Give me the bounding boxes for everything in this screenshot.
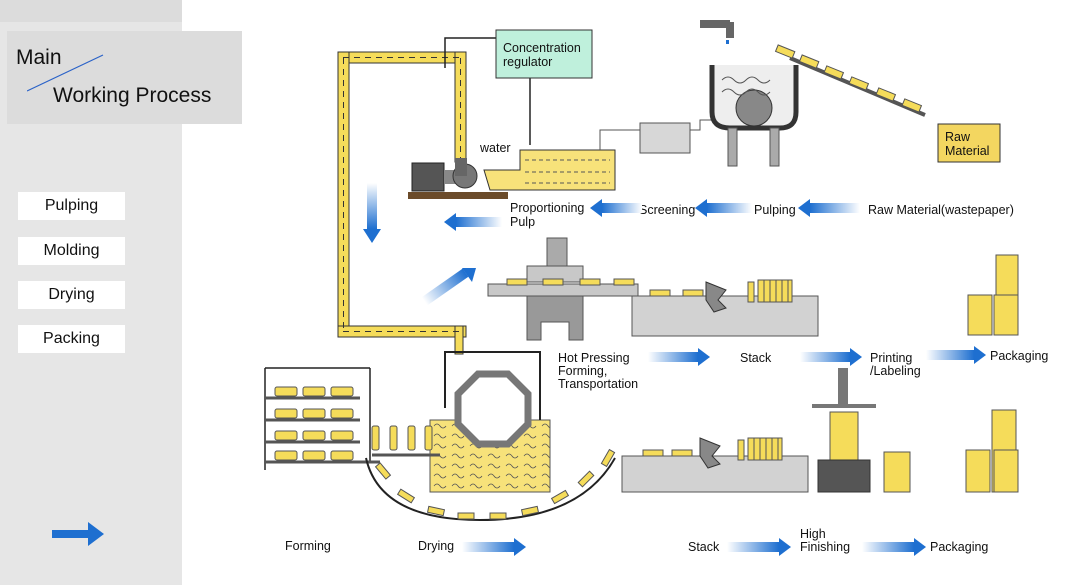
screening-label: Screening: [639, 203, 695, 217]
raw-material-label-2: Material: [945, 144, 989, 158]
arrow-right-icon: [800, 348, 862, 366]
pulper-vessel: [700, 20, 799, 167]
hot-press-machine: [487, 237, 639, 341]
raw-material-wastepaper-label: Raw Material(wastepaper): [868, 203, 1014, 217]
arrow-right-icon: [926, 346, 986, 364]
title-box: Main Working Process: [7, 31, 242, 124]
finishing-station: [817, 411, 911, 493]
printing-label-1: Printing: [870, 351, 912, 365]
arrow-right-icon: [462, 538, 526, 556]
hot-pressing-label-2: Forming,: [558, 364, 607, 378]
raw-material-conveyor: [774, 44, 926, 117]
drying-label: Drying: [418, 539, 454, 553]
next-arrow-icon[interactable]: [52, 521, 106, 547]
printing-press: [812, 368, 876, 408]
arrow-right-icon: [648, 348, 710, 366]
title-main: Main: [16, 46, 62, 69]
arrow-diagonal-icon: [421, 268, 476, 306]
bottom-package-stacks: [965, 409, 1019, 493]
stack-bottom-label: Stack: [688, 540, 720, 554]
bottom-stack-conveyor: [621, 437, 809, 493]
sidebar-top-strip: [0, 0, 182, 22]
pump-motor: [408, 158, 508, 199]
arrow-right-icon: [727, 538, 791, 556]
arrow-left-icon: [444, 213, 502, 231]
process-diagram: Concentration regulator water: [264, 20, 1048, 556]
forming-label: Forming: [285, 539, 331, 553]
arrow-down-icon: [363, 183, 381, 243]
packaging-bottom-label: Packaging: [930, 540, 988, 554]
nav-pulping-button[interactable]: Pulping: [18, 192, 125, 220]
drying-rack: [264, 367, 380, 470]
forming-tank: [371, 351, 551, 493]
nav-packing-button[interactable]: Packing: [18, 325, 125, 353]
hot-pressing-label-3: Transportation: [558, 377, 638, 391]
proportioning-label-1: Proportioning: [510, 201, 584, 215]
stack-top-label: Stack: [740, 351, 772, 365]
regulator-label-1: Concentration: [503, 41, 581, 55]
printing-label-2: /Labeling: [870, 364, 921, 378]
water-label: water: [479, 141, 511, 155]
nav-drying-button[interactable]: Drying: [18, 281, 125, 309]
pulping-label: Pulping: [754, 203, 796, 217]
nav-molding-button[interactable]: Molding: [18, 237, 125, 265]
regulator-label-2: regulator: [503, 55, 552, 69]
top-stack-conveyor: [631, 279, 819, 337]
raw-material-label-1: Raw: [945, 130, 971, 144]
high-finishing-label-2: Finishing: [800, 540, 850, 554]
pulp-pipe: [337, 51, 467, 355]
top-package-stacks: [967, 254, 1019, 336]
title-sub: Working Process: [53, 84, 212, 107]
arrow-left-icon: [590, 199, 642, 217]
dryer-conveyor: [365, 448, 616, 522]
high-finishing-label-1: High: [800, 527, 826, 541]
arrow-left-icon: [695, 199, 752, 217]
title-divider-line: [27, 54, 104, 92]
arrow-right-icon: [862, 538, 926, 556]
water-tank: water: [479, 119, 718, 191]
raw-material-box: Raw Material: [937, 123, 1001, 163]
arrow-left-icon: [798, 199, 860, 217]
concentration-regulator: Concentration regulator: [444, 29, 593, 145]
proportioning-label-2: Pulp: [510, 215, 535, 229]
hot-pressing-label-1: Hot Pressing: [558, 351, 630, 365]
packaging-top-label: Packaging: [990, 349, 1048, 363]
